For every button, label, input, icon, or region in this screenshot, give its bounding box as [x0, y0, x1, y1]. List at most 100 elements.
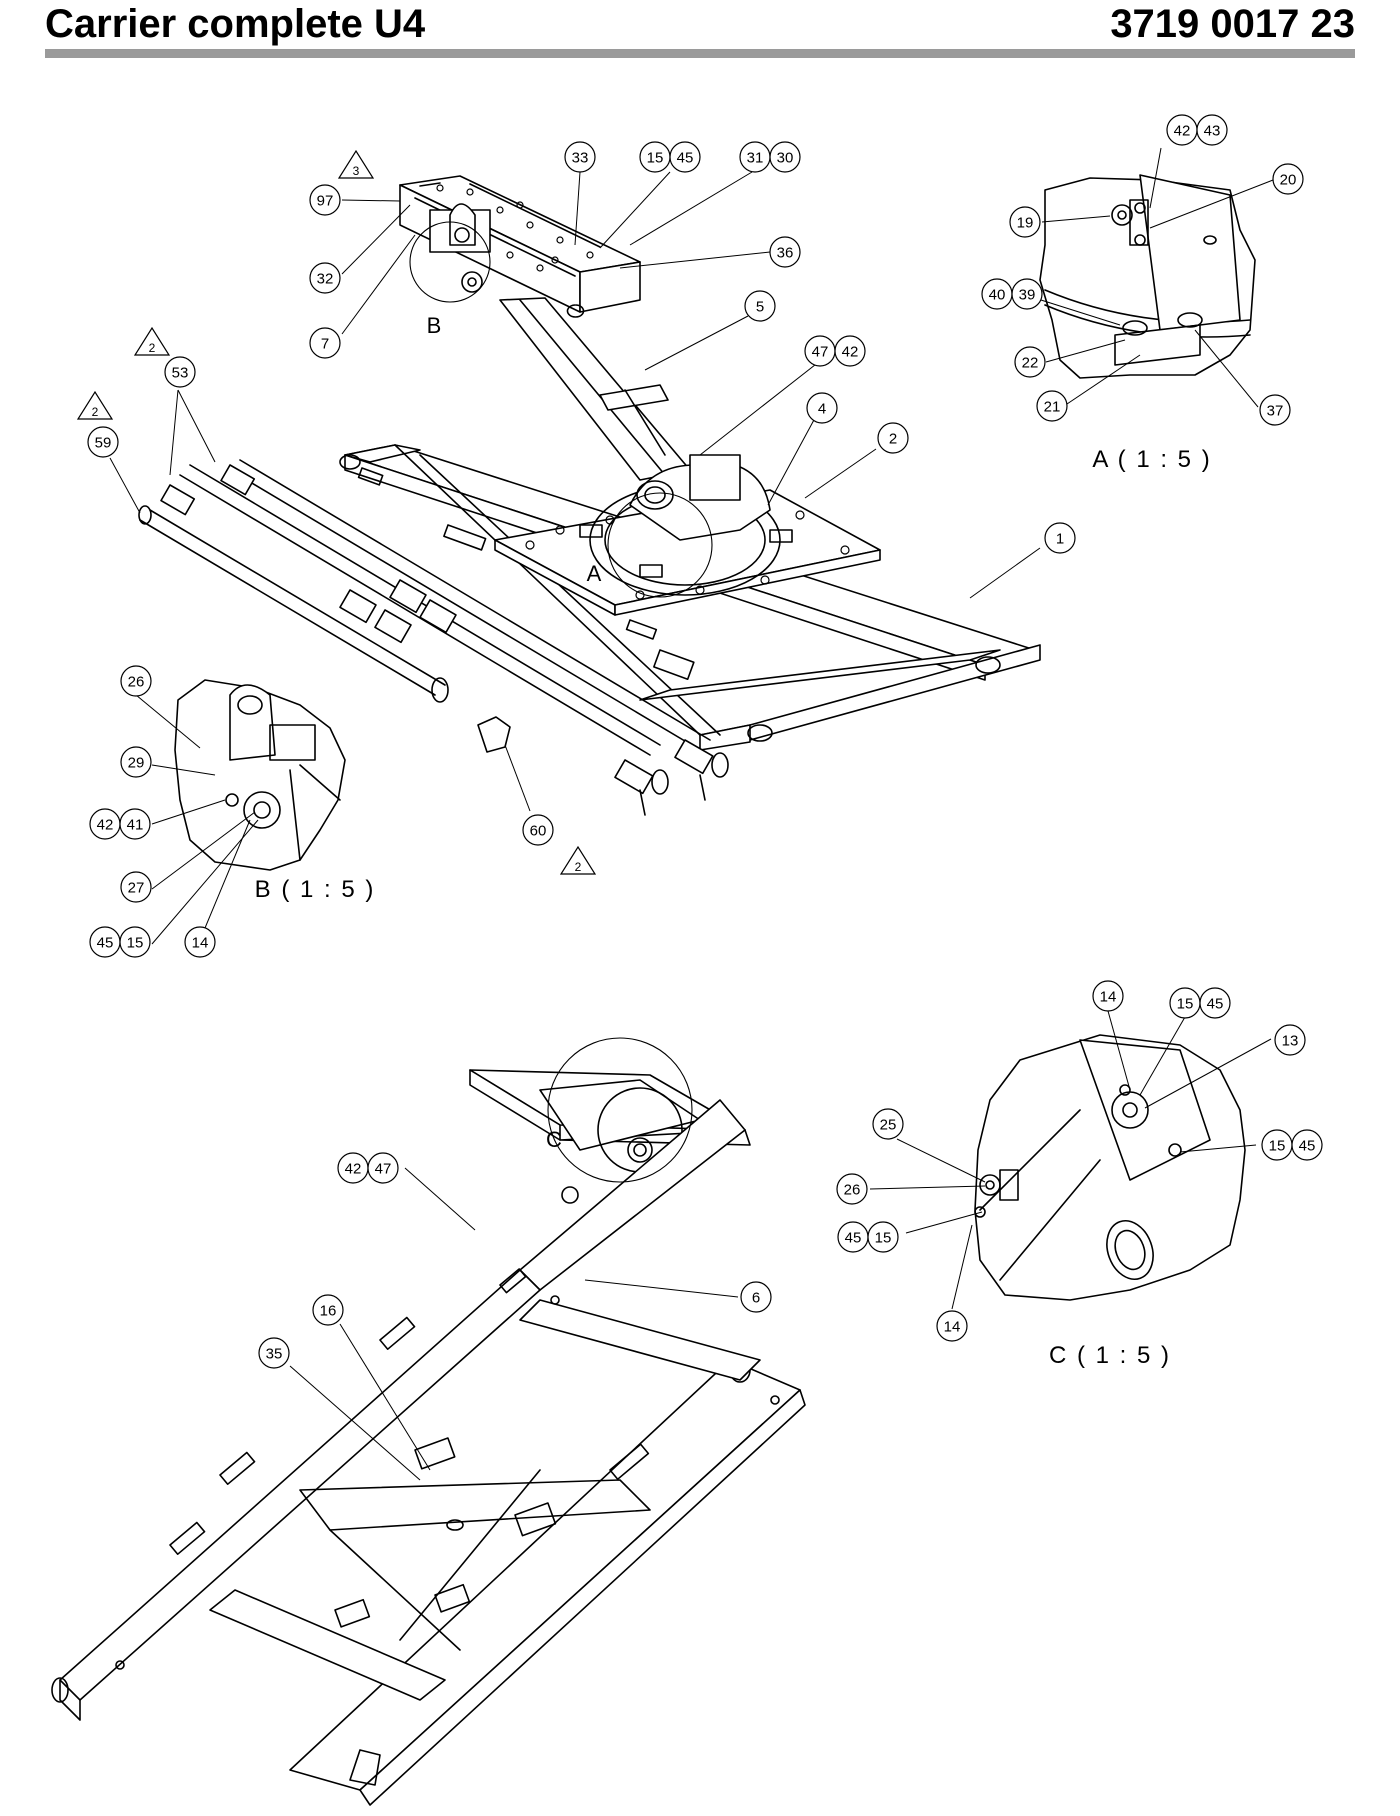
bottom-assembly — [51, 1069, 806, 1806]
callout-number: 42 — [345, 1161, 362, 1178]
callout-16: 16 — [312, 1294, 344, 1326]
callout-number: 15 — [875, 1230, 892, 1247]
callout-number: 25 — [880, 1117, 897, 1134]
callout-number: 40 — [989, 287, 1006, 304]
callout-number: 13 — [1282, 1033, 1299, 1050]
callout-number: 60 — [530, 823, 547, 840]
callout-number: 5 — [756, 299, 764, 316]
callout-number: 53 — [172, 365, 189, 382]
callout-26: 26 — [120, 665, 152, 697]
callout-circle — [184, 926, 216, 958]
callout-circle — [1092, 980, 1124, 1012]
callout-2: 2 — [877, 422, 909, 454]
leader-lines — [109, 147, 1274, 1481]
header-rule — [45, 49, 1355, 58]
callout-53: 53 — [164, 356, 196, 388]
revision-marks: 32 2 2 — [76, 149, 597, 875]
callout-7: 7 — [309, 327, 341, 359]
callout-number: 29 — [128, 755, 145, 772]
line-art — [51, 174, 1256, 1806]
callout-number: 15 — [647, 150, 664, 167]
callout-number: 20 — [1280, 172, 1297, 189]
callout-number: 27 — [128, 880, 145, 897]
callout-26: 26 — [836, 1173, 868, 1205]
callout-number: 35 — [266, 1346, 283, 1363]
callout-number: 45 — [1299, 1138, 1316, 1155]
callout-number: 6 — [752, 1290, 760, 1307]
callout-circle — [867, 1221, 899, 1253]
callout-number: 42 — [1174, 123, 1191, 140]
callout-22: 22 — [1014, 346, 1046, 378]
callout-number: 14 — [944, 1319, 961, 1336]
callout-circle — [769, 141, 801, 173]
callout-4: 4 — [806, 392, 838, 424]
callout-number: 16 — [320, 1303, 337, 1320]
callout-59: 59 — [87, 426, 119, 458]
callout-circle — [1291, 1129, 1323, 1161]
callout-circle — [367, 1152, 399, 1184]
callout-29: 29 — [120, 746, 152, 778]
callout-36: 36 — [769, 236, 801, 268]
callout-number: 45 — [97, 935, 114, 952]
detail-title: A ( 1 : 5 ) — [1092, 446, 1211, 473]
callout-circle — [120, 665, 152, 697]
callout-13: 13 — [1274, 1024, 1306, 1056]
callout-circle — [872, 1108, 904, 1140]
callout-circle — [119, 808, 151, 840]
detail-c-view — [974, 1034, 1246, 1301]
turntable-plate — [494, 454, 881, 616]
callout-circle — [120, 871, 152, 903]
callout-number: 45 — [845, 1230, 862, 1247]
detail-title: B ( 1 : 5 ) — [255, 876, 376, 903]
callout-circle — [1274, 1024, 1306, 1056]
callout-circle — [1259, 394, 1291, 426]
callout-number: 31 — [747, 150, 764, 167]
callout-circle — [309, 184, 341, 216]
part-number: 3719 0017 23 — [1110, 2, 1355, 46]
callout-circle — [522, 814, 554, 846]
callout-number: 21 — [1044, 399, 1061, 416]
detail-titles: A ( 1 : 5 )B ( 1 : 5 )C ( 1 : 5 ) — [255, 446, 1211, 1369]
callout-number: 7 — [321, 336, 329, 353]
callout-5: 5 — [744, 290, 776, 322]
callout-number: 32 — [317, 271, 334, 288]
callout-14: 14 — [936, 1310, 968, 1342]
callout-number: 4 — [818, 401, 826, 418]
callout-number: 45 — [677, 150, 694, 167]
callout-circle — [1196, 114, 1228, 146]
callout-number: 22 — [1022, 355, 1039, 372]
callout-circle — [836, 1173, 868, 1205]
callout-42-43: 42 43 — [1166, 114, 1228, 146]
revision-triangle: 2 — [559, 845, 597, 875]
page-header: Carrier complete U4 3719 0017 23 — [45, 0, 1355, 60]
callout-circle — [936, 1310, 968, 1342]
callout-number: 47 — [375, 1161, 392, 1178]
callout-21: 21 — [1036, 390, 1068, 422]
callout-number: 26 — [128, 674, 145, 691]
callout-60: 60 — [522, 814, 554, 846]
callout-number: 33 — [572, 150, 589, 167]
mounting-head — [399, 175, 641, 318]
callout-number: 2 — [889, 431, 897, 448]
callout-number: 14 — [192, 935, 209, 952]
callout-number: 37 — [1267, 403, 1284, 420]
callout-45-15: 45 15 — [837, 1221, 899, 1253]
callout-circle — [806, 392, 838, 424]
view-letters: BAC — [427, 313, 602, 1152]
revision-triangle: 2 — [133, 326, 171, 356]
revision-number: 2 — [575, 860, 582, 874]
revision-number: 2 — [149, 341, 156, 355]
callout-circle — [769, 236, 801, 268]
callout-number: 43 — [1204, 123, 1221, 140]
callout-number: 47 — [812, 344, 829, 361]
callout-circle — [309, 262, 341, 294]
detail-circle-c — [547, 1037, 693, 1183]
callout-circle — [1009, 206, 1041, 238]
callout-14: 14 — [1092, 980, 1124, 1012]
detail-a-view — [1039, 174, 1256, 379]
callout-number: 45 — [1207, 996, 1224, 1013]
